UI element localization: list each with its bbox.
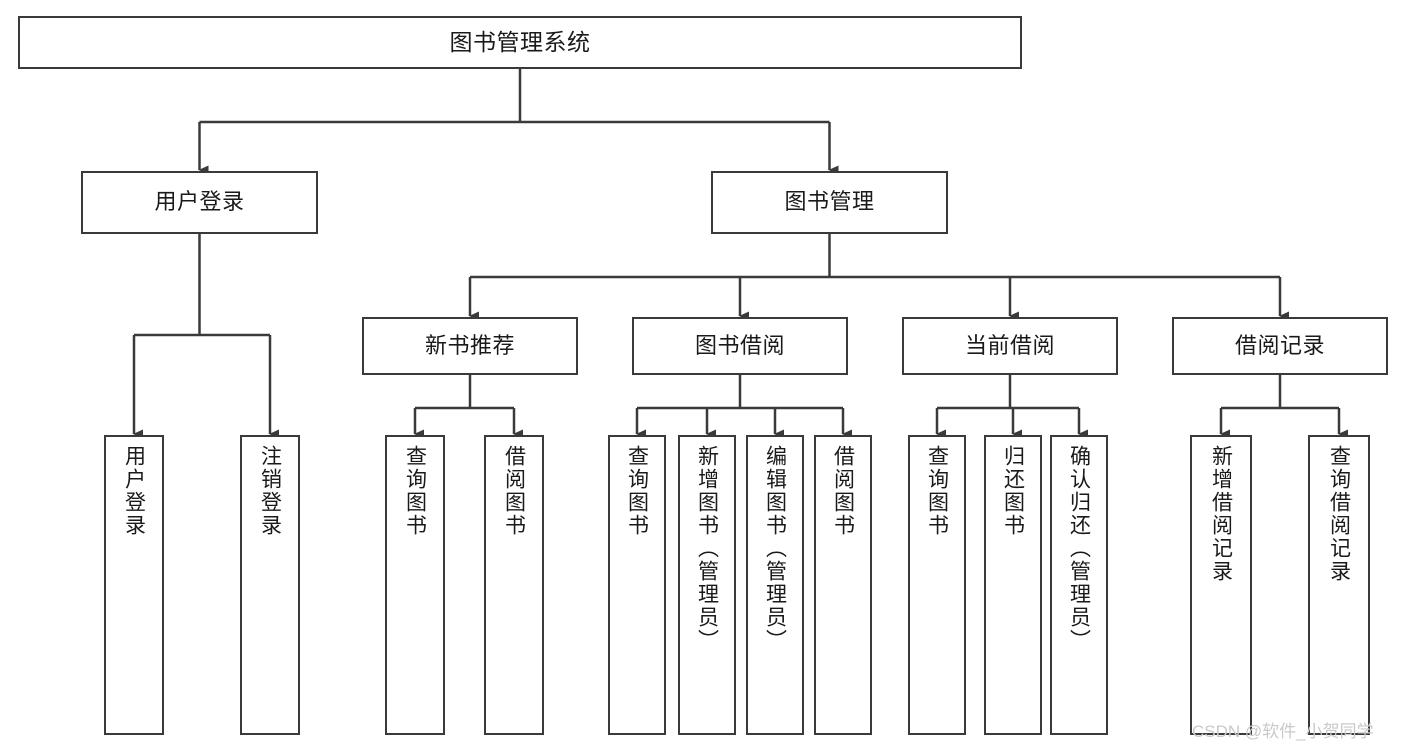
watermark: CSDN @软件_小贺同学 xyxy=(1192,722,1374,741)
node-records[interactable]: 借阅记录 xyxy=(1172,317,1388,375)
node-l-nb-query[interactable]: 查询图书 xyxy=(385,435,445,735)
node-label: 新增借阅记录 xyxy=(1209,445,1233,583)
node-label: 图书借阅 xyxy=(694,332,785,358)
node-l-login[interactable]: 用户登录 xyxy=(104,435,164,735)
node-login[interactable]: 用户登录 xyxy=(81,171,318,234)
node-label: 注销登录 xyxy=(258,445,282,537)
node-label: 图书管理 xyxy=(784,189,875,215)
node-label: 编辑图书（管理员） xyxy=(763,445,787,652)
node-l-nb-borrow[interactable]: 借阅图书 xyxy=(484,435,544,735)
node-borrow[interactable]: 图书借阅 xyxy=(632,317,848,375)
node-l-bw-borrow[interactable]: 借阅图书 xyxy=(814,435,872,735)
node-l-cur-query[interactable]: 查询图书 xyxy=(908,435,966,735)
node-l-bw-edit[interactable]: 编辑图书（管理员） xyxy=(746,435,804,735)
node-label: 当前借阅 xyxy=(964,332,1055,358)
node-newbook[interactable]: 新书推荐 xyxy=(362,317,578,375)
node-label: 图书管理系统 xyxy=(449,28,591,55)
node-label: 查询图书 xyxy=(625,445,649,537)
node-l-bw-query[interactable]: 查询图书 xyxy=(608,435,666,735)
node-l-cur-return[interactable]: 归还图书 xyxy=(984,435,1042,735)
node-label: 借阅图书 xyxy=(502,445,526,537)
node-label: 新书推荐 xyxy=(424,332,515,358)
node-label: 用户登录 xyxy=(122,445,146,537)
node-l-rec-query[interactable]: 查询借阅记录 xyxy=(1308,435,1370,735)
node-label: 借阅图书 xyxy=(831,445,855,537)
node-l-logout[interactable]: 注销登录 xyxy=(240,435,300,735)
node-label: 查询图书 xyxy=(403,445,427,537)
node-root[interactable]: 图书管理系统 xyxy=(18,16,1022,69)
node-label: 确认归还（管理员） xyxy=(1067,445,1091,652)
node-l-bw-add[interactable]: 新增图书（管理员） xyxy=(678,435,736,735)
node-label: 新增图书（管理员） xyxy=(695,445,719,652)
node-current[interactable]: 当前借阅 xyxy=(902,317,1118,375)
node-bookmgmt[interactable]: 图书管理 xyxy=(711,171,948,234)
node-label: 借阅记录 xyxy=(1234,332,1325,358)
node-label: 查询图书 xyxy=(925,445,949,537)
node-l-cur-confirm[interactable]: 确认归还（管理员） xyxy=(1050,435,1108,735)
node-label: 用户登录 xyxy=(154,189,245,215)
edge-layer xyxy=(132,69,1348,439)
node-label: 归还图书 xyxy=(1001,445,1025,537)
node-l-rec-add[interactable]: 新增借阅记录 xyxy=(1190,435,1252,735)
node-label: 查询借阅记录 xyxy=(1327,445,1351,583)
